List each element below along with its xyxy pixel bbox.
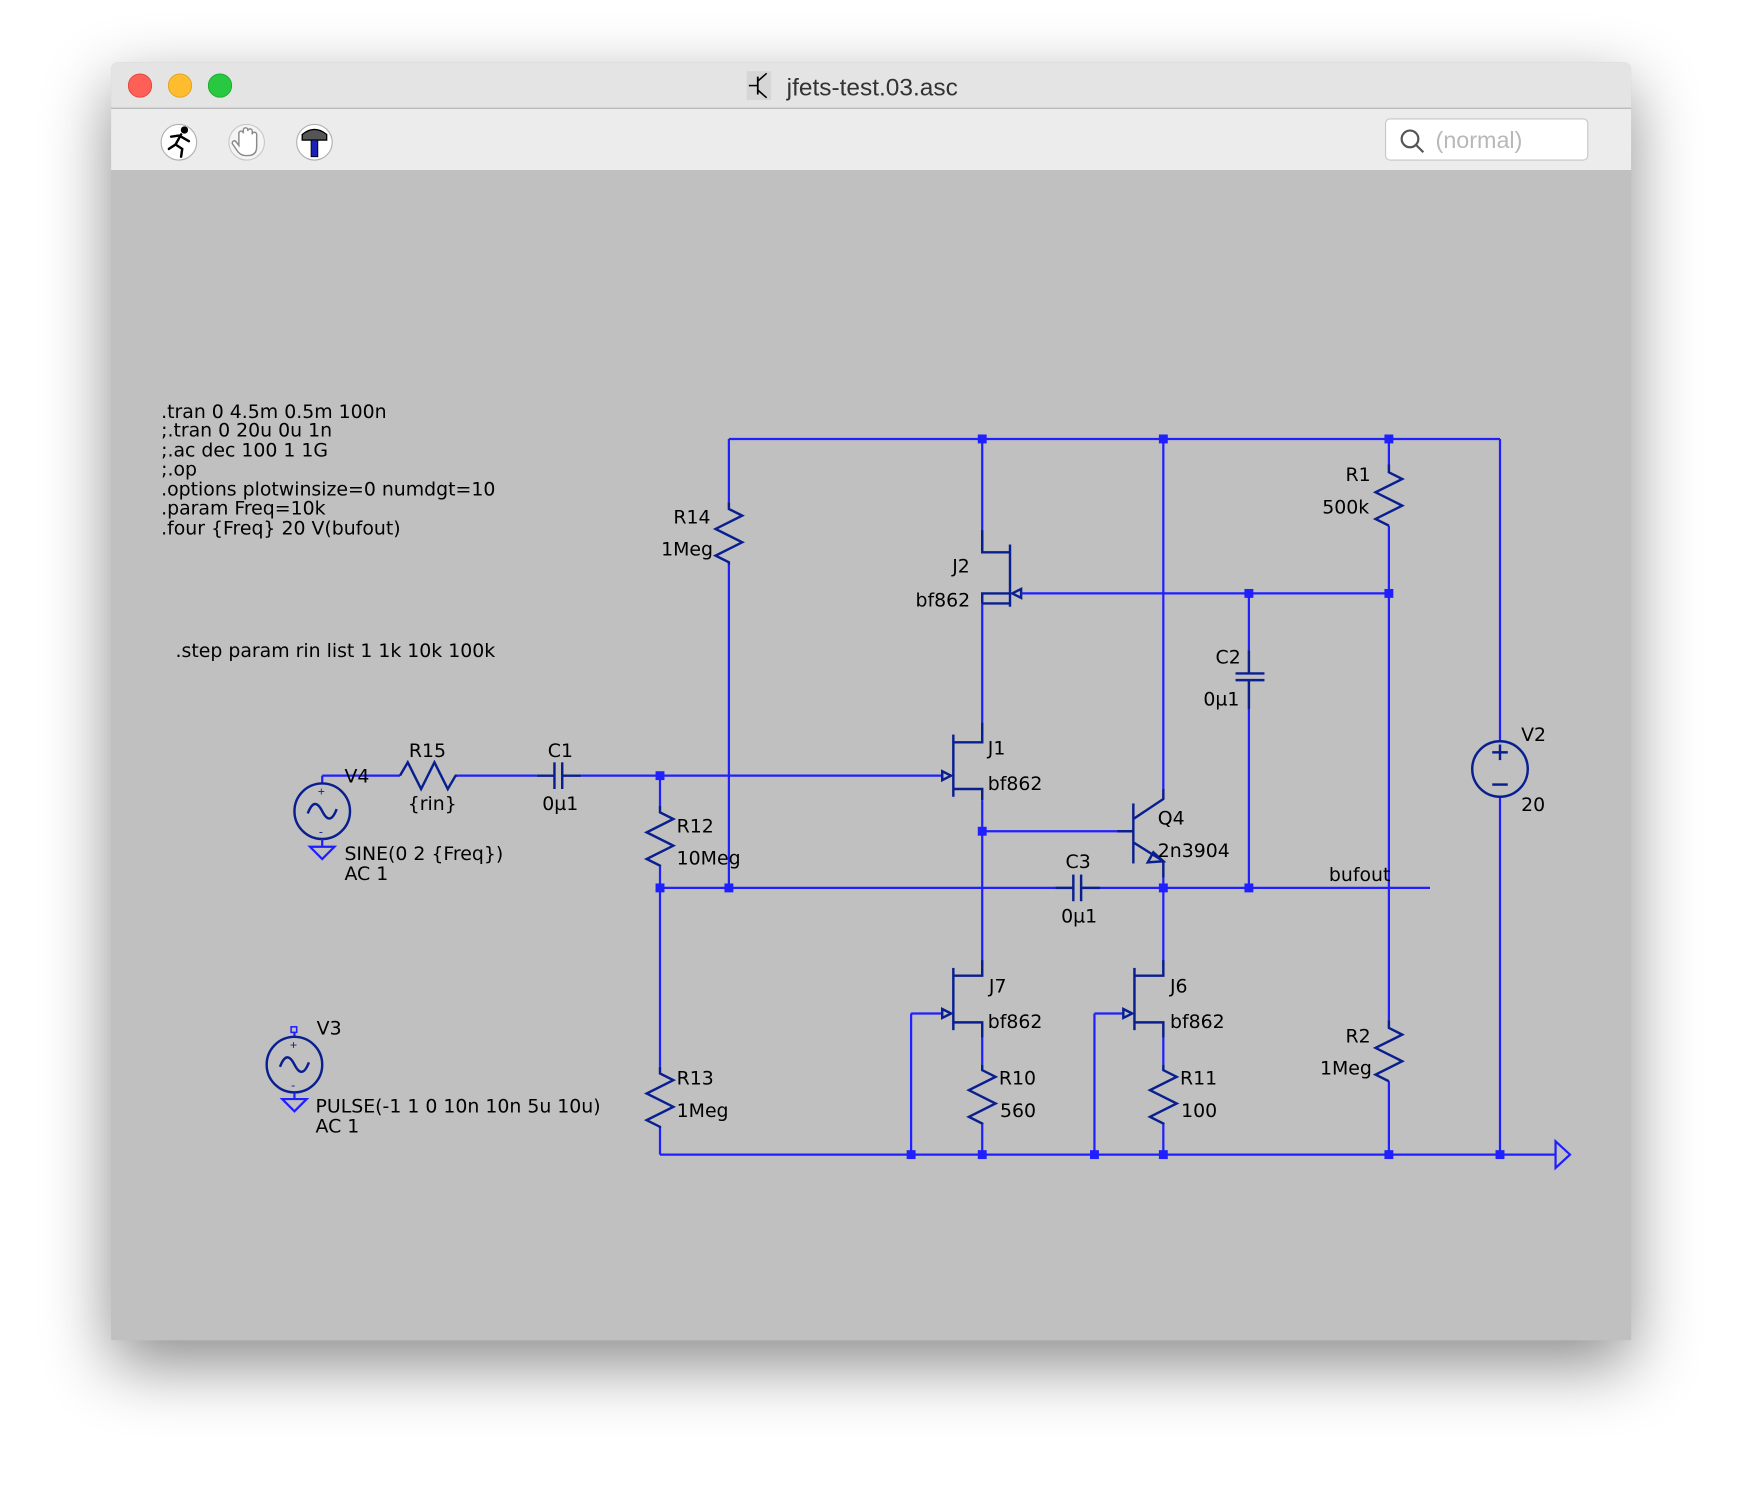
component-name[interactable]: C1	[548, 740, 573, 762]
capacitor-C1[interactable]: C1 0µ1	[536, 740, 582, 815]
svg-text:+: +	[290, 1038, 297, 1052]
wires[interactable]	[321, 437, 1556, 1156]
component-value[interactable]: 500k	[1322, 496, 1369, 518]
component-value[interactable]: 0µ1	[1203, 689, 1239, 711]
halt-button[interactable]	[228, 123, 265, 161]
component-name[interactable]: J1	[987, 738, 1006, 760]
resistor-R12[interactable]: R12 10Meg	[643, 805, 741, 870]
component-name[interactable]: R13	[677, 1068, 714, 1090]
ground-icon	[307, 845, 338, 861]
canvas-background[interactable]	[111, 170, 1632, 1341]
component-name[interactable]: J2	[951, 555, 970, 577]
component-value[interactable]: bf862	[916, 590, 971, 612]
directive-line[interactable]: ;.tran 0 20u 0u 1n	[161, 420, 332, 442]
component-name[interactable]: J6	[1169, 975, 1188, 997]
svg-text:-: -	[319, 825, 323, 839]
resistor-R10[interactable]: R10 560	[966, 1064, 1036, 1125]
directive-line[interactable]: .four {Freq} 20 V(bufout)	[161, 518, 400, 540]
component-name[interactable]: R14	[673, 506, 710, 528]
component-value[interactable]: PULSE(-1 1 0 10n 10n 5u 10u)	[316, 1095, 601, 1117]
search-icon	[1400, 129, 1425, 154]
component-value[interactable]: 1Meg	[677, 1100, 729, 1122]
minimize-button[interactable]	[167, 73, 193, 98]
resistor-R13[interactable]: R13 1Meg	[643, 1066, 729, 1128]
run-button[interactable]	[160, 123, 198, 161]
component-value[interactable]: 2n3904	[1158, 840, 1230, 862]
component-value[interactable]: 20	[1521, 794, 1545, 816]
resistor-R1[interactable]: R1 500k	[1322, 464, 1405, 527]
component-name[interactable]: C3	[1066, 851, 1091, 873]
directive-line[interactable]: .tran 0 4.5m 0.5m 100n	[161, 401, 386, 423]
search-field[interactable]: (normal)	[1385, 118, 1589, 161]
step-directive[interactable]: .step param rin list 1 1k 10k 100k	[176, 640, 496, 662]
component-name[interactable]: R12	[677, 815, 714, 837]
component-value[interactable]: SINE(0 2 {Freq})	[344, 843, 503, 865]
hand-icon	[231, 127, 258, 157]
source-V3[interactable]: + - V3 PULSE(-1 1 0 10n 10n 5u 10u) AC 1	[265, 1018, 601, 1138]
directive-line[interactable]: .param Freq=10k	[161, 498, 326, 520]
component-value[interactable]: bf862	[1170, 1011, 1225, 1033]
component-name[interactable]: R1	[1346, 464, 1371, 486]
component-value[interactable]: 0µ1	[1061, 905, 1097, 927]
search-placeholder: (normal)	[1436, 127, 1523, 153]
window-title: jfets-test.03.asc	[786, 75, 958, 102]
jfet-J6[interactable]: J6 bf862	[1122, 960, 1225, 1038]
component-value[interactable]: 1Meg	[1320, 1058, 1372, 1080]
resistor-R2[interactable]: R2 1Meg	[1320, 1020, 1405, 1083]
directive-line[interactable]: ;.op	[161, 459, 197, 481]
directive-line[interactable]: .options plotwinsize=0 numdgt=10	[161, 479, 495, 501]
component-name[interactable]: R11	[1180, 1068, 1217, 1090]
jfet-J7[interactable]: J7 bf862	[941, 960, 1043, 1038]
junctions	[655, 434, 1505, 1160]
component-value[interactable]: bf862	[988, 1011, 1043, 1033]
svg-text:+: +	[318, 785, 325, 799]
component-name[interactable]: R15	[409, 740, 446, 762]
toolbar: (normal)	[111, 108, 1632, 171]
component-value[interactable]: bf862	[988, 773, 1043, 795]
component-name[interactable]: V2	[1521, 724, 1546, 746]
component-value[interactable]: AC 1	[316, 1115, 360, 1137]
running-man-icon	[167, 126, 191, 158]
component-name[interactable]: J7	[988, 975, 1007, 997]
ground-flag-icon	[1554, 1138, 1572, 1171]
zoom-button[interactable]	[207, 73, 233, 98]
component-value[interactable]: 0µ1	[542, 793, 578, 815]
component-value[interactable]: 10Meg	[677, 848, 741, 870]
schematic-canvas[interactable]: .tran 0 4.5m 0.5m 100n ;.tran 0 20u 0u 1…	[111, 170, 1632, 1341]
component-name[interactable]: R10	[999, 1068, 1036, 1090]
directive-line[interactable]: ;.ac dec 100 1 1G	[161, 440, 328, 462]
capacitor-C2[interactable]: C2 0µ1	[1203, 646, 1265, 711]
resistor-R15[interactable]: R15 {rin}	[398, 740, 458, 815]
bjt-Q4[interactable]: Q4 2n3904	[1116, 789, 1230, 878]
component-value[interactable]: {rin}	[408, 793, 457, 815]
net-label-bufout[interactable]: bufout	[1329, 864, 1391, 886]
close-button[interactable]	[127, 73, 153, 98]
component-name[interactable]: V3	[317, 1018, 342, 1040]
component-name[interactable]: C2	[1216, 646, 1241, 668]
component-value[interactable]: 560	[1000, 1100, 1036, 1122]
control-panel-button[interactable]	[296, 123, 333, 161]
resistor-R14[interactable]: R14 1Meg	[661, 502, 745, 565]
jfet-J1[interactable]: J1 bf862	[941, 722, 1043, 801]
component-value[interactable]: 1Meg	[661, 539, 713, 561]
jfet-J2[interactable]: J2 bf862	[916, 530, 1023, 612]
svg-text:-: -	[291, 1078, 295, 1092]
sine-wave-icon	[306, 802, 338, 820]
component-name[interactable]: R2	[1346, 1025, 1371, 1047]
npn-transistor-icon	[746, 71, 772, 101]
resistor-R11[interactable]: R11 100	[1147, 1064, 1217, 1125]
component-value[interactable]: 100	[1181, 1100, 1217, 1122]
hammer-icon	[301, 128, 328, 158]
ground-icon	[279, 1097, 310, 1113]
title-bar: jfets-test.03.asc	[111, 62, 1632, 109]
component-name[interactable]: Q4	[1158, 808, 1185, 830]
sine-wave-icon	[278, 1056, 311, 1074]
spice-directives[interactable]: .tran 0 4.5m 0.5m 100n ;.tran 0 20u 0u 1…	[161, 401, 495, 540]
component-name[interactable]: V4	[344, 765, 369, 787]
source-V2[interactable]: V2 20	[1471, 724, 1546, 816]
component-value[interactable]: AC 1	[344, 863, 388, 885]
capacitor-C3[interactable]: C3 0µ1	[1055, 851, 1100, 927]
source-V4[interactable]: + - V4 SINE(0 2 {Freq}) AC 1	[293, 765, 503, 885]
